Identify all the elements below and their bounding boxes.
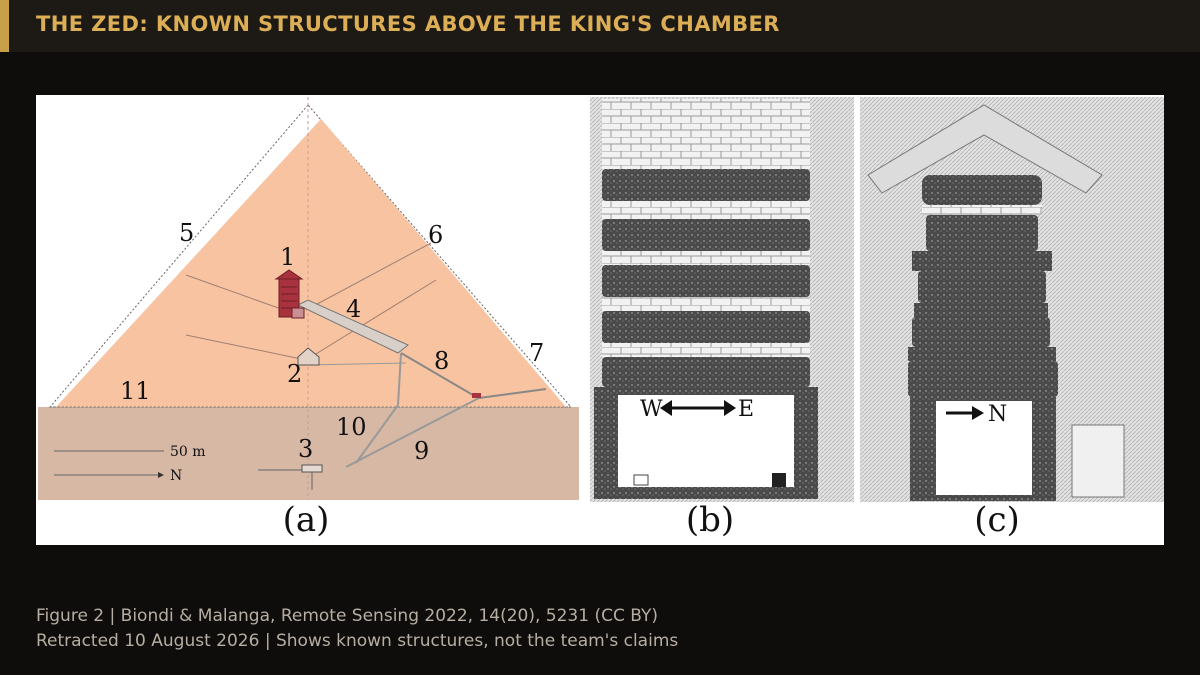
label-1: 1 bbox=[280, 243, 295, 271]
north-label-c: N bbox=[988, 402, 1007, 427]
figure-panel: 1 2 3 4 5 6 7 8 9 10 11 50 m N bbox=[36, 95, 1164, 545]
panel-label-a: (a) bbox=[282, 500, 330, 540]
pyramid-number-labels: 1 2 3 4 5 6 7 8 9 10 11 50 m N bbox=[120, 219, 544, 484]
relieving-chambers-we-section: W E bbox=[590, 97, 858, 502]
pyramid-cross-section bbox=[38, 97, 579, 500]
label-3: 3 bbox=[298, 435, 313, 463]
kings-chamber-interior bbox=[618, 395, 794, 487]
panel-label-b: (b) bbox=[685, 500, 735, 540]
label-7: 7 bbox=[529, 339, 544, 367]
label-9: 9 bbox=[414, 437, 429, 465]
grand-gallery bbox=[296, 299, 409, 354]
queens-chamber bbox=[297, 347, 320, 366]
subterranean-chamber bbox=[301, 464, 323, 473]
pyramid-body bbox=[56, 119, 566, 407]
panel-label-c: (c) bbox=[974, 500, 1020, 540]
label-4: 4 bbox=[346, 295, 361, 323]
page-title: THE ZED: KNOWN STRUCTURES ABOVE THE KING… bbox=[36, 12, 780, 36]
title-accent-bar bbox=[0, 0, 9, 52]
caption-line-2: Retracted 10 August 2026 | Shows known s… bbox=[36, 631, 679, 651]
west-label: W bbox=[640, 397, 663, 422]
gabled-roof bbox=[867, 104, 1103, 194]
title-bar: THE ZED: KNOWN STRUCTURES ABOVE THE KING… bbox=[0, 0, 1200, 52]
scale-label: 50 m bbox=[170, 444, 206, 460]
kings-chamber-ns-interior bbox=[936, 401, 1032, 495]
label-11: 11 bbox=[120, 377, 151, 405]
figure-artwork: 1 2 3 4 5 6 7 8 9 10 11 50 m N bbox=[38, 97, 1164, 502]
label-5: 5 bbox=[179, 219, 194, 247]
label-6: 6 bbox=[428, 221, 443, 249]
label-2: 2 bbox=[287, 360, 302, 388]
north-label-a: N bbox=[170, 468, 182, 484]
caption-line-1: Figure 2 | Biondi & Malanga, Remote Sens… bbox=[36, 606, 658, 626]
label-8: 8 bbox=[434, 347, 449, 375]
east-label: E bbox=[738, 397, 754, 422]
relieving-chambers-ns-section: N bbox=[860, 97, 1164, 502]
label-10: 10 bbox=[336, 413, 367, 441]
